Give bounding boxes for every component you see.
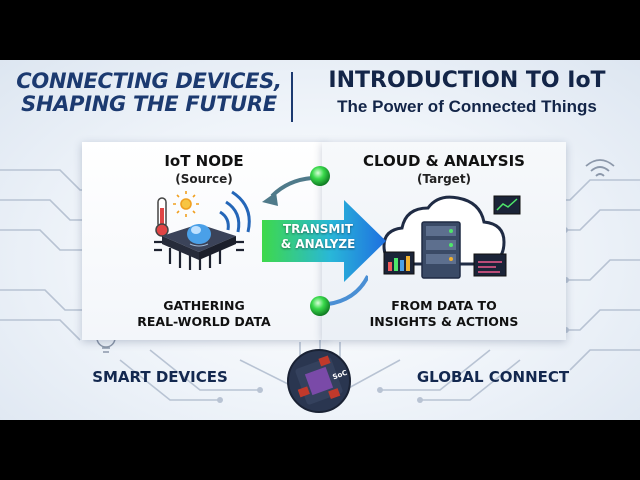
transmit-arrow-label: TRANSMIT & ANALYZE	[272, 222, 364, 252]
thumbnail-canvas: CONNECTING DEVICES, SHAPING THE FUTURE I…	[0, 60, 640, 420]
chip-icon	[154, 224, 244, 270]
server-icon	[421, 221, 461, 279]
cloud-illustration	[382, 195, 521, 279]
arrow-line-1: TRANSMIT	[283, 222, 353, 236]
green-orb-bottom	[310, 296, 330, 316]
cloud-title: CLOUD & ANALYSIS	[363, 152, 525, 170]
headline-title-block: INTRODUCTION TO IoT The Power of Connect…	[300, 68, 634, 118]
tagline-line-1: CONNECTING DEVICES,	[16, 69, 282, 93]
letterbox-top	[0, 0, 640, 60]
cloud-caption-1: FROM DATA TO	[391, 298, 497, 313]
tagline-line-2: SHAPING THE FUTURE	[21, 92, 277, 116]
iot-node-illustration	[154, 190, 251, 270]
iot-node-subtitle: (Source)	[175, 172, 233, 186]
smart-devices-label: SMART DEVICES	[92, 368, 228, 386]
thermometer-icon	[155, 197, 169, 237]
cloud-subtitle: (Target)	[416, 172, 472, 186]
transmit-arrow	[262, 200, 386, 282]
sun-icon	[173, 191, 199, 217]
iot-node-title: IoT NODE	[164, 152, 244, 170]
iot-node-caption-1: GATHERING	[163, 298, 245, 313]
return-arrow-head	[262, 192, 278, 206]
wifi-icon	[219, 190, 251, 233]
headline-tagline: CONNECTING DEVICES, SHAPING THE FUTURE	[14, 70, 284, 116]
forward-arrow-curve	[327, 275, 368, 306]
chart-icon	[383, 251, 415, 275]
cloud-analysis-panel: CLOUD & ANALYSIS (Target)	[322, 142, 566, 340]
cloud-caption-2: INSIGHTS & ACTIONS	[369, 314, 519, 329]
soc-chip-icon	[287, 349, 351, 413]
wifi-icon	[585, 159, 615, 177]
chart-icon	[473, 253, 507, 277]
global-connect-label: GLOBAL CONNECT	[416, 368, 570, 386]
green-orb-top	[310, 166, 330, 186]
iot-node-caption-2: REAL-WORLD DATA	[137, 314, 271, 329]
letterbox-bottom	[0, 420, 640, 480]
headline-divider	[291, 72, 293, 122]
arrow-line-2: & ANALYZE	[280, 237, 356, 251]
chart-icon	[493, 195, 521, 215]
data-flow-orbs	[262, 166, 368, 316]
main-subtitle: The Power of Connected Things	[337, 97, 597, 116]
return-arrow-curve	[270, 176, 313, 198]
main-title: INTRODUCTION TO IoT	[328, 68, 606, 93]
